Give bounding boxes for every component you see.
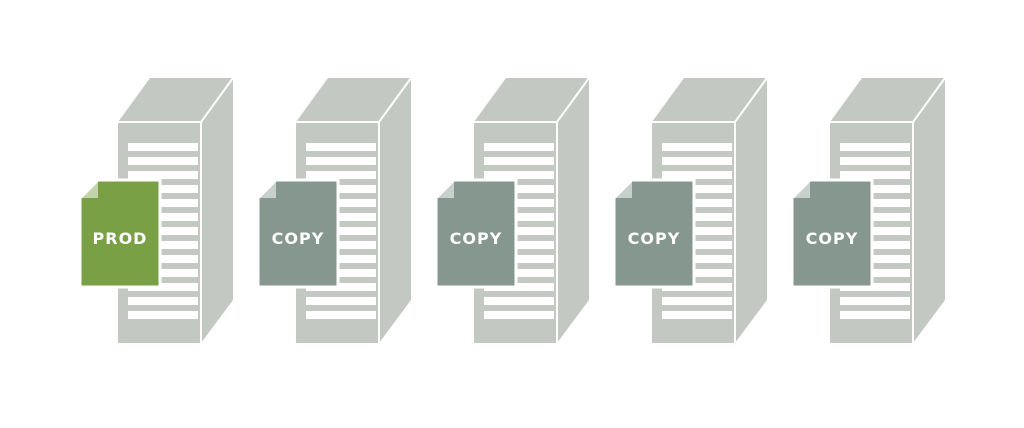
server-slot-line <box>484 143 554 151</box>
server-slot-line <box>306 171 376 179</box>
server-slot-line <box>662 255 732 263</box>
server-slot-line <box>840 297 910 305</box>
server-slot-line <box>662 143 732 151</box>
server-slot-line <box>306 199 376 207</box>
server-slot-line <box>306 213 376 221</box>
server-slot-line <box>306 311 376 319</box>
server-prod: PROD <box>78 0 258 428</box>
document-icon: COPY <box>790 178 874 289</box>
server-slot-line <box>840 269 910 277</box>
server-copy-2: COPY <box>434 0 614 428</box>
server-copy-2-graphic: COPY <box>434 77 590 343</box>
server-slot-line <box>128 213 198 221</box>
doc-label: COPY <box>806 229 859 248</box>
server-slot-line <box>840 185 910 193</box>
server-slot-line <box>128 199 198 207</box>
server-slot-line <box>840 227 910 235</box>
server-slot-line <box>840 283 910 291</box>
server-slot-line <box>484 171 554 179</box>
server-slot-line <box>306 297 376 305</box>
server-slot-line <box>662 283 732 291</box>
server-slot-line <box>306 283 376 291</box>
server-slot-line <box>128 297 198 305</box>
document-icon: COPY <box>612 178 696 289</box>
server-slot-line <box>662 311 732 319</box>
server-slot-line <box>484 255 554 263</box>
server-slot-line <box>662 199 732 207</box>
server-slot-line <box>306 185 376 193</box>
server-copy-4: COPY <box>790 0 970 428</box>
server-slot-line <box>840 199 910 207</box>
server-slot-line <box>484 269 554 277</box>
server-slot-line <box>840 311 910 319</box>
server-slot-line <box>840 213 910 221</box>
document-icon: COPY <box>256 178 340 289</box>
server-slot-line <box>306 227 376 235</box>
server-slot-line <box>484 297 554 305</box>
server-slot-line <box>484 311 554 319</box>
server-slot-line <box>840 143 910 151</box>
server-slot-line <box>128 227 198 235</box>
server-slot-line <box>662 297 732 305</box>
server-slot-line <box>128 171 198 179</box>
server-slot-line <box>306 269 376 277</box>
server-slot-line <box>662 227 732 235</box>
server-slot-line <box>128 241 198 249</box>
server-prod-graphic: PROD <box>78 77 234 343</box>
document-icon: COPY <box>434 178 518 289</box>
document-icon: PROD <box>78 178 162 289</box>
server-slot-line <box>484 185 554 193</box>
server-slot-line <box>662 269 732 277</box>
server-slot-line <box>840 157 910 165</box>
server-slot-line <box>306 241 376 249</box>
doc-label: COPY <box>272 229 325 248</box>
server-slot-line <box>840 255 910 263</box>
doc-label: COPY <box>450 229 503 248</box>
server-slot-line <box>840 241 910 249</box>
doc-label: PROD <box>93 229 148 248</box>
server-copy-1: COPY <box>256 0 436 428</box>
server-slot-line <box>128 269 198 277</box>
server-copy-1-graphic: COPY <box>256 77 412 343</box>
server-slot-line <box>484 213 554 221</box>
server-slot-line <box>306 157 376 165</box>
server-slot-line <box>840 171 910 179</box>
server-slot-line <box>484 283 554 291</box>
server-slot-line <box>662 157 732 165</box>
server-slot-line <box>128 255 198 263</box>
server-tower-icon <box>118 77 234 343</box>
server-slot-line <box>306 255 376 263</box>
server-slot-line <box>128 143 198 151</box>
server-copy-3-graphic: COPY <box>612 77 768 343</box>
server-slot-line <box>484 227 554 235</box>
server-copy-3: COPY <box>612 0 792 428</box>
server-slot-line <box>484 157 554 165</box>
server-slot-line <box>484 199 554 207</box>
server-slot-line <box>484 241 554 249</box>
server-slot-line <box>128 311 198 319</box>
server-slot-line <box>128 157 198 165</box>
server-copy-4-graphic: COPY <box>790 77 946 343</box>
server-slot-line <box>128 283 198 291</box>
server-slot-line <box>662 213 732 221</box>
server-slot-line <box>306 143 376 151</box>
doc-label: COPY <box>628 229 681 248</box>
server-slot-line <box>662 185 732 193</box>
server-slot-line <box>662 241 732 249</box>
server-slot-line <box>128 185 198 193</box>
server-slot-line <box>662 171 732 179</box>
